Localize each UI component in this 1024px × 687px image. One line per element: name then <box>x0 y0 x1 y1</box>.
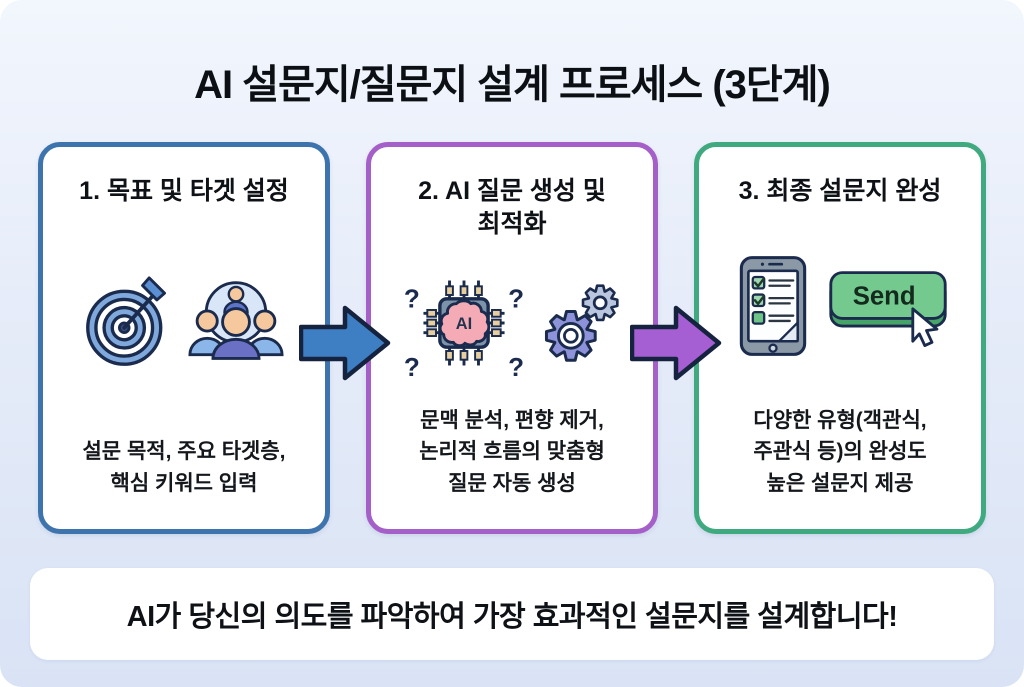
step-1-description: 설문 목적, 주요 타겟층, 핵심 키워드 입력 <box>82 440 286 495</box>
arrow-right-icon <box>299 305 391 381</box>
gears-icon <box>544 284 619 362</box>
audience-icon <box>188 281 284 360</box>
target-icon <box>86 276 166 366</box>
ai-chip-icon: AI ? ? ? ? <box>404 280 524 379</box>
footer-banner: AI가 당신의 의도를 파악하여 가장 효과적인 설문지를 설계합니다! <box>30 568 994 660</box>
step-3-icons: Send <box>711 208 969 405</box>
survey-tablet-icon <box>739 256 807 357</box>
footer-banner-text: AI가 당신의 의도를 파악하여 가장 효과적인 설문지를 설계합니다! <box>126 601 898 633</box>
step-1-heading: 1. 목표 및 타겟 설정 <box>79 177 289 205</box>
step-card-2: 2. AI 질문 생성 및 최적화 AI <box>366 142 658 534</box>
step-3-description: 다양한 유형(객관식, 주관식 등)의 완성도 높은 설문지 제공 <box>753 408 927 495</box>
step-3-heading: 3. 최종 설문지 완성 <box>738 177 942 205</box>
cursor-icon <box>911 307 939 348</box>
send-button-icon: Send <box>829 271 947 348</box>
step-card-1: 1. 목표 및 타겟 설정 <box>38 142 330 534</box>
page-title: AI 설문지/질문지 설계 프로세스 (3단계) <box>194 63 831 107</box>
send-button-label: Send <box>853 283 916 311</box>
arrow-right-icon <box>630 305 722 381</box>
step-2-icons: AI ? ? ? ? <box>383 241 641 405</box>
question-mark-icon: ? <box>404 283 420 313</box>
question-mark-icon: ? <box>508 352 524 379</box>
step-2-heading: 2. AI 질문 생성 및 최적화 <box>418 177 606 238</box>
step-1-icons <box>55 208 313 436</box>
step-2-description: 문맥 분석, 편향 제거, 논리적 흐름의 맞춤형 질문 자동 생성 <box>419 408 605 495</box>
question-mark-icon: ? <box>404 352 420 379</box>
step-card-3: 3. 최종 설문지 완성 <box>694 142 986 534</box>
question-mark-icon: ? <box>508 283 524 313</box>
ai-chip-label: AI <box>456 315 472 333</box>
